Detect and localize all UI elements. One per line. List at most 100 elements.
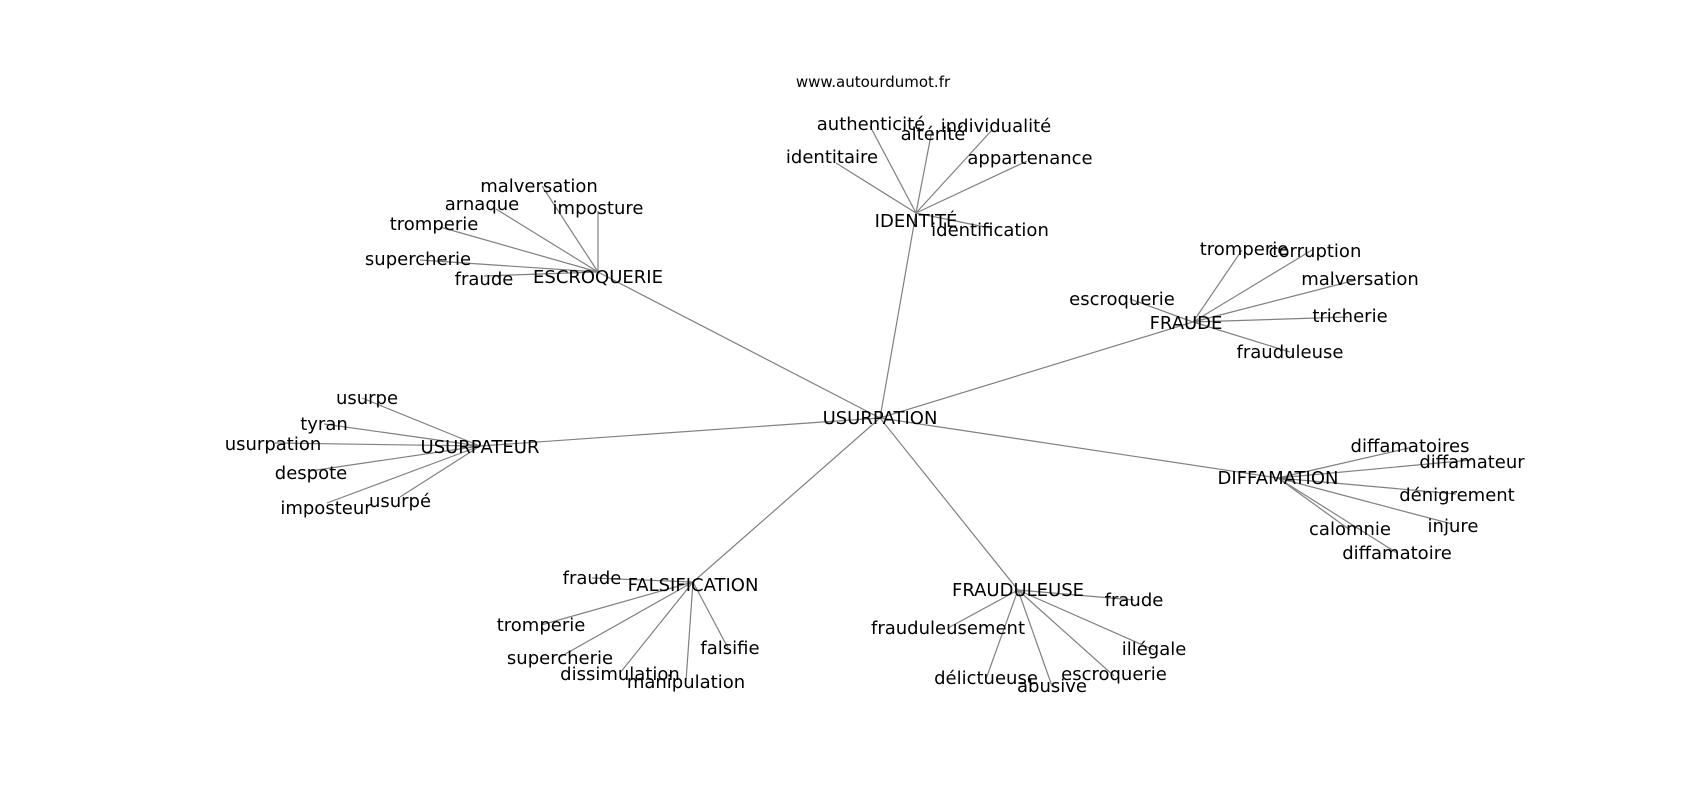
edge-usurpateur-leaf (361, 397, 481, 447)
leaf-word[interactable]: supercherie (365, 249, 471, 270)
leaf-word[interactable]: illégale (1122, 639, 1187, 660)
edge-falsification-leaf (685, 581, 694, 682)
leaf-word[interactable]: imposture (553, 198, 644, 219)
edge-falsification-leaf (540, 581, 694, 626)
leaf-word[interactable]: dénigrement (1399, 485, 1515, 506)
leaf-word[interactable]: diffamatoires (1351, 436, 1470, 457)
edge-identite-leaf (869, 125, 917, 214)
edge-escroquerie-leaf (495, 208, 599, 273)
leaf-word[interactable]: usurpe (336, 388, 398, 409)
leaf-word[interactable]: fraude (563, 568, 622, 589)
edge-identite-leaf (915, 160, 1028, 214)
edge-escroquerie-leaf (483, 271, 599, 277)
source-url[interactable]: www.autourdumot.fr (796, 73, 951, 91)
edge-fraude-leaf (1192, 249, 1243, 323)
leaf-word[interactable]: manipulation (627, 672, 745, 693)
leaf-word[interactable]: identification (931, 220, 1049, 241)
edge-frauduleuse-leaf (1017, 589, 1053, 687)
leaf-word[interactable]: délictueuse (934, 668, 1038, 689)
edge-fraude-leaf (1192, 321, 1291, 353)
edge-center-falsification (692, 417, 881, 583)
leaf-word[interactable]: usurpé (369, 491, 431, 512)
leaf-word[interactable]: escroquerie (1069, 289, 1175, 310)
hub-word-falsification[interactable]: FALSIFICATION (628, 575, 759, 596)
edge-usurpateur-leaf (326, 445, 481, 504)
leaf-word[interactable]: usurpation (225, 434, 322, 455)
edge-frauduleuse-leaf (947, 589, 1019, 629)
edge-diffamation-leaf (1277, 477, 1453, 525)
hub-word-escroquerie[interactable]: ESCROQUERIE (533, 267, 663, 288)
leaf-word[interactable]: frauduleusement (871, 618, 1025, 639)
edge-usurpateur-leaf (274, 442, 481, 447)
edge-center-fraude (879, 321, 1194, 419)
edge-falsification-leaf (619, 581, 694, 674)
leaf-word[interactable]: supercherie (507, 648, 613, 669)
leaf-word[interactable]: injure (1428, 516, 1479, 537)
edge-identite-leaf (915, 129, 933, 214)
edge-identite-leaf (915, 212, 991, 229)
leaf-word[interactable]: fraude (455, 269, 514, 290)
edge-fraude-leaf (1192, 249, 1313, 323)
leaf-word[interactable]: escroquerie (1061, 664, 1167, 685)
edge-frauduleuse-leaf (1017, 589, 1135, 601)
hub-word-diffamation[interactable]: DIFFAMATION (1218, 468, 1339, 489)
edge-escroquerie-leaf (419, 259, 599, 273)
edge-falsification-leaf (559, 581, 694, 658)
edge-falsification-leaf (591, 577, 694, 583)
edge-diffamation-leaf (1277, 477, 1398, 554)
edge-fraude-leaf (1129, 298, 1194, 323)
leaf-word[interactable]: tyran (300, 414, 348, 435)
leaf-word[interactable]: arnaque (445, 194, 519, 215)
leaf-word[interactable]: calomnie (1309, 519, 1391, 540)
leaf-word[interactable]: despote (275, 463, 347, 484)
hub-word-frauduleuse[interactable]: FRAUDULEUSE (952, 580, 1084, 601)
edge-falsification-leaf (692, 581, 729, 649)
edge-identite-leaf (835, 162, 917, 214)
leaf-word[interactable]: frauduleuse (1237, 342, 1344, 363)
leaf-word[interactable]: dissimulation (560, 664, 680, 685)
edge-frauduleuse-leaf (985, 589, 1019, 680)
leaf-word[interactable]: abusive (1017, 676, 1087, 697)
edge-center-escroquerie (597, 271, 881, 419)
leaf-word[interactable]: diffamatoire (1342, 543, 1452, 564)
edge-diffamation-leaf (1277, 459, 1472, 479)
edge-fraude-leaf (1192, 279, 1357, 323)
leaf-word[interactable]: identitaire (786, 147, 878, 168)
leaf-word[interactable]: corruption (1269, 241, 1362, 262)
edge-diffamation-leaf (1277, 477, 1457, 495)
leaf-word[interactable]: diffamateur (1419, 452, 1525, 473)
center-word: USURPATION (823, 408, 938, 429)
edge-usurpateur-leaf (309, 445, 481, 472)
hub-word-usurpateur[interactable]: USURPATEUR (421, 437, 540, 458)
edge-center-usurpateur (479, 417, 881, 447)
edge-fraude-leaf (1192, 316, 1349, 323)
leaf-word[interactable]: altérité (901, 124, 966, 145)
edge-center-frauduleuse (879, 417, 1019, 591)
graph-edges (274, 125, 1472, 687)
edge-frauduleuse-leaf (1017, 589, 1155, 651)
edge-diffamation-leaf (1277, 477, 1351, 531)
leaf-word[interactable]: tricherie (1312, 306, 1387, 327)
leaf-word[interactable]: imposteur (280, 498, 372, 519)
leaf-word[interactable]: authenticité (817, 114, 925, 135)
hub-word-fraude[interactable]: FRAUDE (1150, 313, 1223, 334)
leaf-word[interactable]: falsifie (700, 638, 759, 659)
edge-identite-leaf (915, 129, 993, 214)
hub-word-identite[interactable]: IDENTITÉ (875, 210, 958, 232)
edge-escroquerie-leaf (541, 185, 599, 273)
leaf-word[interactable]: tromperie (497, 615, 586, 636)
edge-escroquerie-leaf (439, 226, 599, 273)
leaf-word[interactable]: tromperie (390, 214, 479, 235)
edge-frauduleuse-leaf (1017, 589, 1115, 677)
leaf-word[interactable]: tromperie (1200, 239, 1289, 260)
edge-usurpateur-leaf (323, 423, 481, 447)
edge-usurpateur-leaf (399, 445, 481, 498)
edge-center-identite (879, 212, 917, 419)
leaf-word[interactable]: malversation (1301, 269, 1419, 290)
leaf-word[interactable]: malversation (480, 176, 598, 197)
leaf-word[interactable]: appartenance (967, 148, 1092, 169)
edge-center-diffamation (879, 417, 1279, 479)
leaf-word[interactable]: fraude (1105, 590, 1164, 611)
leaf-word[interactable]: individualité (941, 116, 1052, 137)
